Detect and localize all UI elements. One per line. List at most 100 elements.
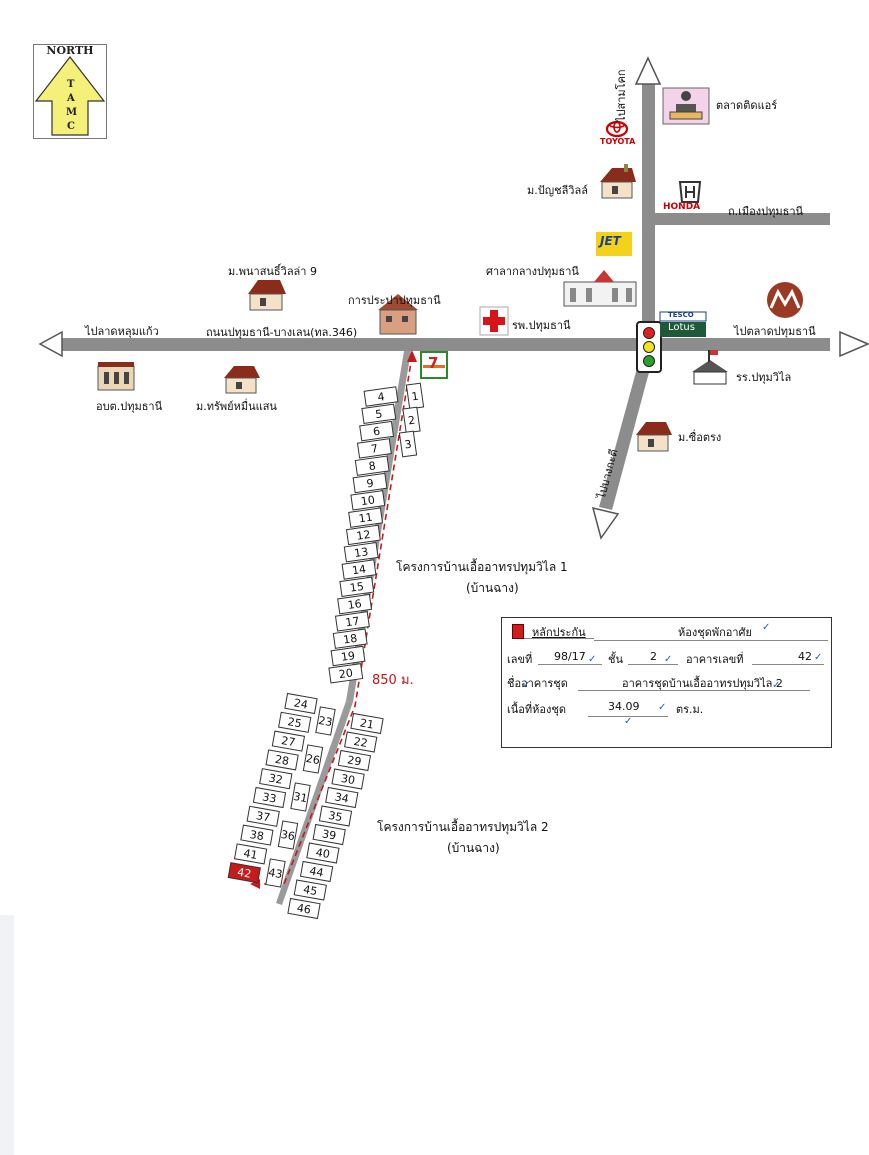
building-number: 9 bbox=[366, 477, 375, 491]
building-number: 4 bbox=[377, 390, 386, 404]
route-arrow-icon bbox=[407, 350, 417, 362]
building-block-37: 37 bbox=[246, 805, 280, 827]
building-number: 33 bbox=[261, 790, 277, 805]
underline bbox=[752, 664, 824, 665]
label-hospital: รพ.ปทุมธานี bbox=[512, 319, 571, 332]
building-number: 2 bbox=[407, 414, 416, 428]
label-waterworks: การประปาปทุมธานี bbox=[348, 294, 441, 307]
compass-letter: A bbox=[67, 93, 75, 104]
building-number: 43 bbox=[267, 866, 283, 881]
building-number: 34 bbox=[334, 790, 350, 805]
building-block-13: 13 bbox=[343, 541, 379, 563]
label-honda: HONDA bbox=[663, 202, 701, 212]
building-number: 11 bbox=[358, 511, 374, 526]
building-block-15: 15 bbox=[339, 576, 375, 598]
building-number: 41 bbox=[242, 847, 258, 862]
label-phase2-note: (บ้านฉาง) bbox=[447, 841, 500, 855]
building-block-45: 45 bbox=[293, 879, 327, 901]
building-block-5: 5 bbox=[361, 403, 397, 425]
south-road bbox=[599, 350, 655, 510]
label-sala-klang: ศาลากลางปทุมธานี bbox=[486, 265, 579, 278]
label-to-sam-khok: ไปสามโคก bbox=[615, 69, 628, 122]
traffic-light-icon bbox=[636, 321, 662, 373]
label-panyasiri: ม.ปัญชลีวิลล์ bbox=[527, 184, 588, 197]
building-block-22: 22 bbox=[344, 731, 378, 753]
scan-edge bbox=[0, 915, 14, 1155]
building-number: 3 bbox=[404, 438, 413, 452]
hospital-cross-icon bbox=[479, 306, 509, 336]
building-block-29: 29 bbox=[337, 749, 372, 772]
building-block-27: 27 bbox=[271, 730, 306, 752]
label-distance: 850 ม. bbox=[372, 673, 414, 688]
building-number: 38 bbox=[249, 828, 265, 843]
check-icon: ✓ bbox=[772, 680, 781, 691]
building-block-18: 18 bbox=[332, 628, 368, 649]
label-obt: อบต.ปทุมธานี bbox=[96, 400, 163, 413]
government-building-icon bbox=[563, 270, 637, 307]
no-value: 98/17 bbox=[554, 650, 586, 663]
compass-box: NORTH T A M C bbox=[33, 44, 107, 139]
building-block-25: 25 bbox=[278, 711, 312, 733]
building-number: 7 bbox=[370, 442, 379, 456]
seven-eleven-logo-icon bbox=[420, 351, 448, 379]
label-sap-muen-saen: ม.ทรัพย์หมื่นแสน bbox=[196, 400, 277, 413]
building-number: 5 bbox=[374, 407, 383, 421]
block-group-right: 123 bbox=[398, 382, 425, 458]
building-number: 23 bbox=[317, 714, 333, 729]
tesco-lotus-logo-icon bbox=[659, 311, 707, 337]
building-number: 6 bbox=[372, 425, 381, 439]
building-block-19: 19 bbox=[330, 645, 366, 667]
building-number: 35 bbox=[327, 809, 343, 824]
building-block-46: 46 bbox=[287, 897, 321, 920]
building-number: 39 bbox=[321, 827, 337, 842]
label-jet: JET bbox=[600, 234, 621, 248]
building-number: 13 bbox=[353, 545, 369, 560]
building-block-3: 3 bbox=[398, 430, 418, 458]
house-icon bbox=[224, 366, 260, 394]
building-block-39: 39 bbox=[312, 823, 346, 846]
building-block-11: 11 bbox=[348, 507, 384, 528]
building-block-17: 17 bbox=[334, 611, 370, 632]
check-icon: ✓ bbox=[664, 654, 673, 665]
north-road bbox=[642, 80, 655, 345]
building-number: 18 bbox=[342, 632, 358, 647]
building-block-43: 43 bbox=[265, 858, 286, 888]
building-number: 14 bbox=[351, 563, 367, 578]
label-tesco: TESCO bbox=[668, 311, 694, 319]
building-number: 19 bbox=[340, 649, 356, 664]
building-number: 21 bbox=[359, 716, 375, 731]
underline bbox=[578, 690, 810, 691]
label-toyota: TOYOTA bbox=[600, 137, 636, 146]
main-road bbox=[55, 338, 830, 351]
underline bbox=[524, 638, 594, 639]
no-label: เลขที่ bbox=[507, 653, 533, 666]
collateral-marker bbox=[512, 624, 524, 639]
building-block-12: 12 bbox=[345, 524, 381, 546]
building-block-44: 44 bbox=[299, 860, 334, 883]
building-number: 36 bbox=[280, 828, 296, 843]
building-number: 29 bbox=[346, 753, 362, 768]
building-block-41: 41 bbox=[233, 843, 268, 865]
compass-letter: T bbox=[67, 79, 75, 90]
mueang-road bbox=[655, 213, 830, 225]
compass-north-label: NORTH bbox=[46, 44, 94, 57]
arrow-north-icon bbox=[634, 56, 662, 85]
building-number: 16 bbox=[347, 597, 363, 612]
check-icon: ✓ bbox=[624, 716, 633, 727]
honda-logo-icon bbox=[678, 181, 702, 203]
label-panasuan: ม.พนาสนธิ์วิลล่า 9 bbox=[228, 265, 317, 278]
building-number: 8 bbox=[368, 459, 377, 473]
obt-building-icon bbox=[97, 362, 135, 391]
shopping-logo-icon bbox=[767, 282, 803, 318]
area-label: เนื้อที่ห้องชุด bbox=[507, 703, 566, 716]
label-phase1-name: โครงการบ้านเอื้ออาทรปทุมวิไล 1 bbox=[396, 560, 568, 574]
building-number: 20 bbox=[338, 666, 354, 681]
building-number: 10 bbox=[360, 493, 376, 508]
building-number: 22 bbox=[353, 735, 369, 750]
building-block-34: 34 bbox=[325, 786, 359, 809]
unit-type: ห้องชุดพักอาศัย bbox=[678, 626, 752, 639]
building-block-9: 9 bbox=[352, 472, 388, 494]
building-block-24: 24 bbox=[284, 692, 318, 715]
label-main-road: ถนนปทุมธานี-บางเลน(ทล.346) bbox=[206, 326, 358, 339]
